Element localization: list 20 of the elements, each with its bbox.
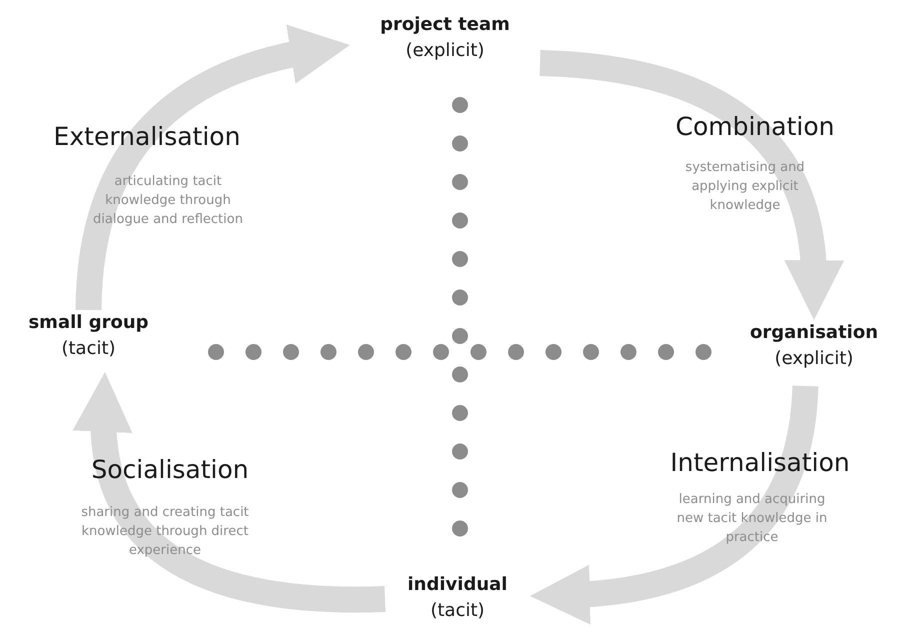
curved-arrow	[76, 26, 350, 311]
node-subtitle: (tacit)	[429, 599, 486, 623]
node-subtitle: (tacit)	[60, 337, 117, 361]
node-subtitle: (explicit)	[404, 39, 486, 63]
node-title: project team	[379, 13, 511, 37]
curved-arrow	[530, 385, 818, 624]
phase-description: articulating tacit knowledge through dialogue and reflection	[92, 173, 244, 229]
node-title: organisation	[748, 321, 880, 345]
node-subtitle: (explicit)	[774, 347, 854, 371]
phase-title: Socialisation	[90, 455, 250, 484]
node-title: small group	[27, 311, 150, 335]
phase-description: learning and acquiring new tacit knowledge in practice	[676, 491, 828, 547]
phase-title: Combination	[674, 112, 836, 141]
phase-description: systematising and applying explicit knowledge	[684, 159, 806, 215]
node-title: individual	[406, 573, 508, 597]
phase-title: Externalisation	[52, 122, 242, 151]
phase-description: sharing and creating tacit knowledge through direct experience	[80, 504, 250, 560]
curved-arrow	[539, 50, 843, 320]
curved-arrow	[74, 372, 386, 612]
phase-title: Internalisation	[669, 448, 851, 477]
